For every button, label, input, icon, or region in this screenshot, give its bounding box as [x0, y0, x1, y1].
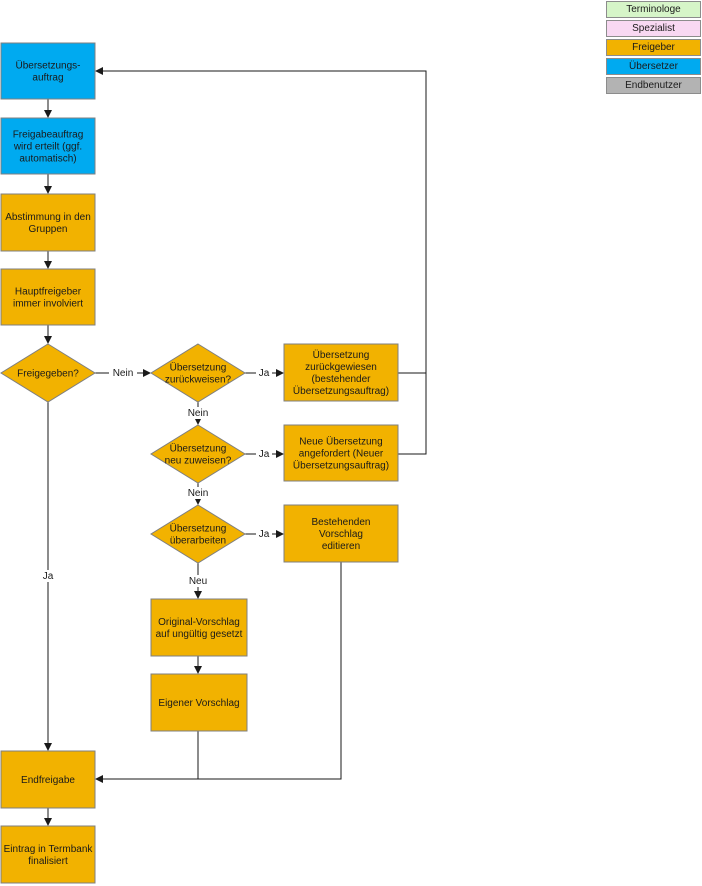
node-label: zurückgewiesen [305, 362, 377, 373]
connectors [44, 67, 427, 826]
node-label: Übersetzungsauftrag) [293, 460, 389, 472]
node-label: Freigegeben? [17, 369, 79, 380]
node-shape [0, 343, 96, 403]
node-shape [150, 504, 246, 564]
legend-spezialist: Spezialist [606, 20, 701, 37]
node-label: angefordert (Neuer [299, 449, 384, 460]
node-label: immer involviert [13, 299, 83, 310]
node-label: zurückweisen? [165, 375, 232, 386]
node-label: Vorschlag [319, 529, 363, 540]
node-shape [150, 673, 248, 732]
node-label: Eintrag in Termbank [4, 844, 94, 855]
node-shape [0, 825, 96, 884]
legend-endbenutzer: Endbenutzer [606, 77, 701, 94]
edge-label-ja-final: Ja [40, 570, 56, 582]
node-shape [150, 598, 248, 657]
connector-13 [398, 373, 427, 455]
node-label: Abstimmung in den [5, 212, 91, 223]
node-label: automatisch) [19, 154, 76, 165]
edge-label-text: Ja [259, 368, 270, 379]
edge-label-text: Ja [259, 449, 270, 460]
node-label: auftrag [32, 73, 63, 84]
node-label: Übersetzung [313, 349, 370, 361]
legend-uebersetzer: Übersetzer [606, 58, 701, 75]
legend-freigeber: Freigeber [606, 39, 701, 56]
node-endfreigabe: Endfreigabe [0, 750, 96, 809]
edge-label-text: Neu [189, 576, 207, 587]
edge-label-bg [184, 487, 212, 499]
node-label: auf ungültig gesetzt [156, 629, 243, 640]
edge-label-ja-3: Ja [256, 528, 272, 540]
edge-label-bg [187, 575, 209, 587]
connector-12 [95, 67, 427, 374]
node-shape [150, 343, 246, 403]
node-label: (bestehender [312, 374, 372, 385]
node-zurueckgewiesen: Übersetzungzurückgewiesen(bestehenderÜbe… [283, 343, 399, 402]
node-label: Gruppen [29, 224, 68, 235]
node-label: Original-Vorschlag [158, 617, 240, 628]
node-label: überarbeiten [170, 536, 226, 547]
node-label: Neue Übersetzung [299, 436, 382, 448]
connector-16 [95, 562, 342, 783]
edge-label-ja-1: Ja [256, 367, 272, 379]
node-label: Freigabeauftrag [13, 130, 84, 141]
edge-label-ja-2: Ja [256, 448, 272, 460]
edge-label-bg [256, 448, 272, 460]
node-label: editieren [322, 541, 360, 552]
node-shape [0, 193, 96, 252]
edge-label-bg [256, 528, 272, 540]
node-uebersetzungsauftrag: Übersetzungs-auftrag [0, 42, 96, 100]
node-label: Übersetzung [170, 523, 227, 535]
legend-terminologe: Terminologe [606, 1, 701, 18]
edge-label-bg [40, 570, 56, 582]
edge-label-bg [109, 367, 137, 379]
node-freigegeben: Freigegeben? [0, 343, 96, 403]
node-label: Übersetzungs- [15, 60, 80, 72]
node-shape [150, 424, 246, 484]
node-label: Bestehenden [312, 517, 371, 528]
edge-label-bg [184, 407, 212, 419]
edge-label-neu: Neu [187, 575, 209, 587]
edge-label-text: Nein [188, 408, 209, 419]
node-shape [0, 117, 96, 175]
edge-label-text: Nein [113, 368, 134, 379]
nodes: Übersetzungs-auftragFreigabeauftragwird … [0, 42, 399, 884]
node-eigener-vorschlag: Eigener Vorschlag [150, 673, 248, 732]
node-shape [0, 268, 96, 326]
edge-label-text: Ja [259, 529, 270, 540]
edge-label-bg [256, 367, 272, 379]
node-label: Übersetzungsauftrag) [293, 385, 389, 397]
node-label: Endfreigabe [21, 775, 75, 786]
node-label: wird erteilt (ggf. [13, 142, 82, 153]
edge-label-nein-3: Nein [184, 487, 212, 499]
edge-label-nein-1: Nein [109, 367, 137, 379]
edge-label-text: Nein [188, 488, 209, 499]
node-shape [0, 750, 96, 809]
node-shape [283, 504, 399, 563]
edge-label-text: Ja [43, 571, 54, 582]
node-label: Eigener Vorschlag [158, 698, 239, 709]
node-label: Übersetzung [170, 362, 227, 374]
node-label: Übersetzung [170, 443, 227, 455]
node-label: Hauptfreigeber [15, 287, 82, 298]
node-label: neu zuweisen? [165, 456, 232, 467]
edge-label-nein-2: Nein [184, 407, 212, 419]
node-shape [283, 343, 399, 402]
node-shape [283, 424, 399, 482]
node-label: finalisiert [28, 856, 68, 867]
node-shape [0, 42, 96, 100]
